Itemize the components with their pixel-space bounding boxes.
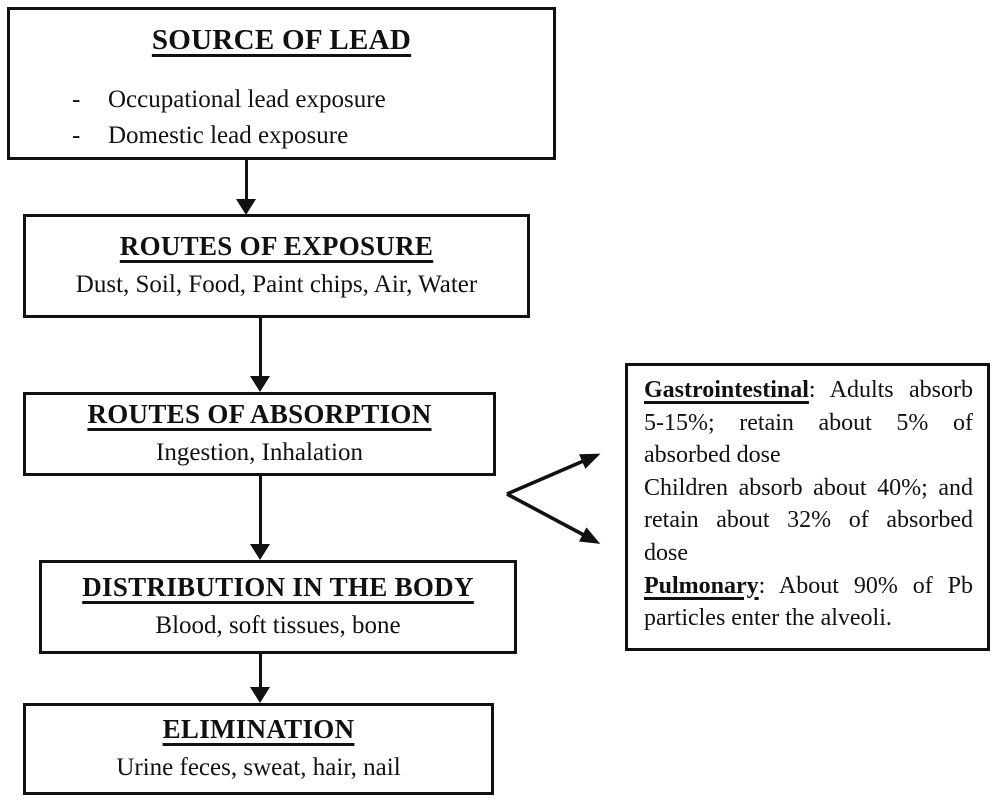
bullet-text: Occupational lead exposure: [108, 86, 386, 114]
children-text: Children absorb about 40%; and retain ab…: [644, 474, 973, 566]
down-arrow-icon: [236, 160, 256, 215]
down-arrow-icon: [250, 318, 270, 392]
arrow-head: [236, 199, 256, 215]
pulmonary-term: Pulmonary: [644, 572, 759, 599]
routes-of-exposure-title: ROUTES OF EXPOSURE: [119, 231, 434, 262]
routes-of-exposure-box: ROUTES OF EXPOSURE Dust, Soil, Food, Pai…: [23, 214, 530, 318]
arrow-shaft: [258, 318, 262, 376]
arrow-head: [250, 376, 270, 392]
gastrointestinal-paragraph: Gastrointestinal: Adults absorb 5-15%; r…: [644, 374, 973, 472]
arrow-shaft: [244, 160, 248, 199]
down-arrow-icon: [250, 654, 270, 703]
routes-of-absorption-box: ROUTES OF ABSORPTION Ingestion, Inhalati…: [23, 392, 496, 476]
elimination-title: ELIMINATION: [162, 714, 355, 745]
list-item: - Occupational lead exposure: [72, 86, 553, 115]
routes-of-absorption-body: Ingestion, Inhalation: [156, 439, 363, 467]
children-paragraph: Children absorb about 40%; and retain ab…: [644, 472, 973, 570]
arrow-shaft: [258, 654, 262, 687]
gastrointestinal-text: : Adults absorb 5-15%; retain about 5% o…: [644, 377, 973, 469]
list-item: - Domestic lead exposure: [72, 122, 553, 151]
bullet-dash: -: [72, 122, 81, 149]
routes-of-absorption-title: ROUTES OF ABSORPTION: [87, 399, 432, 430]
source-of-lead-box: SOURCE OF LEAD - Occupational lead expos…: [7, 7, 556, 160]
arrow-shaft: [258, 476, 262, 544]
routes-of-exposure-body: Dust, Soil, Food, Paint chips, Air, Wate…: [75, 271, 478, 299]
distribution-in-body-box: DISTRIBUTION IN THE BODY Blood, soft tis…: [39, 560, 517, 654]
absorption-detail-box: Gastrointestinal: Adults absorb 5-15%; r…: [625, 363, 990, 651]
distribution-in-body-title: DISTRIBUTION IN THE BODY: [82, 572, 474, 603]
gastrointestinal-term: Gastrointestinal: [644, 377, 809, 403]
bullet-dash: -: [72, 86, 81, 114]
pulmonary-paragraph: Pulmonary: About 90% of Pb particles ent…: [644, 570, 973, 635]
source-of-lead-title: SOURCE OF LEAD: [151, 24, 412, 56]
elimination-box: ELIMINATION Urine feces, sweat, hair, na…: [23, 703, 494, 795]
branch-arrows-icon: [506, 453, 601, 544]
bullet-text: Domestic lead exposure: [108, 122, 349, 149]
arrow-head: [250, 544, 270, 560]
elimination-body: Urine feces, sweat, hair, nail: [116, 754, 401, 782]
down-arrow-icon: [250, 476, 270, 560]
distribution-in-body-body: Blood, soft tissues, bone: [155, 612, 401, 640]
arrow-head: [250, 687, 270, 703]
pulmonary-text: : About 90% of Pb particles enter the al…: [644, 572, 973, 632]
source-bullet-list: - Occupational lead exposure - Domestic …: [10, 86, 553, 151]
